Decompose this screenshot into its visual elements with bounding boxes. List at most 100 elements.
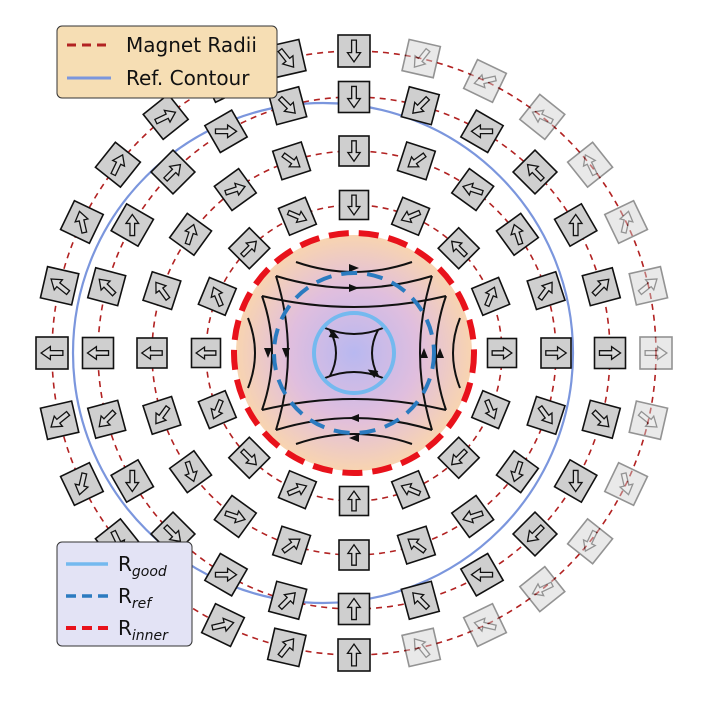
magnetization-arrow-icon [224,182,247,197]
magnet-block [35,336,69,370]
r-ref-circle [272,271,436,435]
magnet-block [197,276,238,317]
magnet-block [396,525,437,566]
magnet-block [566,141,614,189]
magnetization-arrow-icon [74,210,90,234]
legend-r-ref-label: Rref [118,584,153,612]
magnet-block [462,58,508,104]
magnet-block [149,148,197,196]
magnetization-arrow-icon [450,240,469,258]
magnet-block [338,539,370,571]
magnetization-arrow-icon [568,469,584,493]
magnetization-arrow-icon [407,152,427,168]
magnetization-arrow-icon [491,345,513,361]
magnetization-arrow-icon [110,153,126,177]
magnetization-arrow-icon [637,278,658,296]
magnet-block [553,458,598,504]
magnetization-arrow-icon [124,469,140,493]
magnetization-arrow-icon [155,281,171,302]
magnetization-arrow-icon [162,163,182,183]
magnet-block [566,517,614,565]
magnet-block [141,270,182,311]
magnetization-arrow-icon [644,345,669,361]
magnetization-arrow-icon [346,490,362,512]
magnet-block [338,189,370,221]
magnetization-arrow-icon [413,47,431,68]
magnet-block [197,389,238,430]
magnet-block [581,399,622,440]
magnetization-arrow-icon [346,194,362,216]
magnetization-arrow-icon [582,529,598,553]
magnet-block [39,265,80,306]
magnetization-arrow-icon [98,409,117,428]
magnetization-arrow-icon [412,95,431,114]
field-arrowhead [264,348,272,358]
magnet-block [337,638,371,672]
magnetization-arrow-icon [74,472,90,496]
field-line-arrowheads [264,264,444,442]
field-arrowhead [282,348,290,358]
field-arrowhead [349,434,359,442]
magnetization-arrow-icon [591,278,610,297]
field-arrowhead [349,414,359,422]
magnet-block [200,602,246,648]
magnetization-arrow-icon [407,538,427,554]
magnetization-arrow-icon [50,410,71,428]
magnet-block [495,449,540,494]
magnet-block [142,93,190,141]
magnet-block [136,337,168,369]
magnetization-arrow-icon [484,398,498,420]
magnet-block [603,461,649,507]
r-inner-circle [231,230,477,476]
magnet-block [213,494,258,539]
reference-contour [71,101,575,605]
magnetization-arrow-icon [346,543,362,566]
magnetization-arrow-icon [195,345,217,361]
magnet-block [203,552,249,597]
magnet-block [437,226,481,270]
magnet-block [401,38,442,79]
magnet-block [81,336,115,370]
magnetization-arrow-icon [473,73,497,89]
magnetization-arrow-icon [346,39,362,64]
magnet-block [59,461,105,507]
magnetization-arrow-icon [86,345,110,361]
magnet-block [450,167,495,212]
magnetization-arrow-icon [461,509,484,524]
magnetization-arrow-icon [210,398,224,420]
legend-bottom: Rgood Rref Rinner [56,541,193,647]
magnet-block [462,602,508,648]
field-arrowhead [328,330,340,339]
magnet-block [338,135,370,167]
magnetization-arrow-icon [568,213,584,237]
legend-ref-contour-label: Ref. Contour [126,66,250,90]
magnetization-arrow-icon [155,404,171,425]
magnetization-arrow-icon [183,460,198,483]
magnetization-arrow-icon [412,592,431,611]
magnetization-arrow-icon [140,345,163,361]
magnet-block [470,389,511,430]
magnet-block [110,458,155,504]
magnetization-arrow-icon [400,209,422,224]
magnet-block [94,141,142,189]
magnetization-arrow-icon [591,409,610,428]
magnetization-arrow-icon [484,286,498,308]
magnetization-arrow-icon [526,163,546,183]
magnet-block [59,199,105,245]
magnetization-arrow-icon [224,509,247,524]
magnetization-arrow-icon [346,140,362,163]
magnet-block [518,565,566,613]
magnetization-arrow-icon [618,472,634,496]
magnetization-arrow-icon [545,345,568,361]
magnetization-arrow-icon [214,123,238,139]
magnet-block [271,525,312,566]
magnet-block [437,436,481,480]
magnet-block [511,510,559,558]
magnet-block [227,436,271,480]
magnetization-arrow-icon [277,592,296,611]
magnetization-arrow-icon [277,47,295,68]
magnetization-arrow-icon [450,448,469,466]
magnetization-arrow-icon [50,278,71,296]
magnetization-arrow-icon [124,213,140,237]
